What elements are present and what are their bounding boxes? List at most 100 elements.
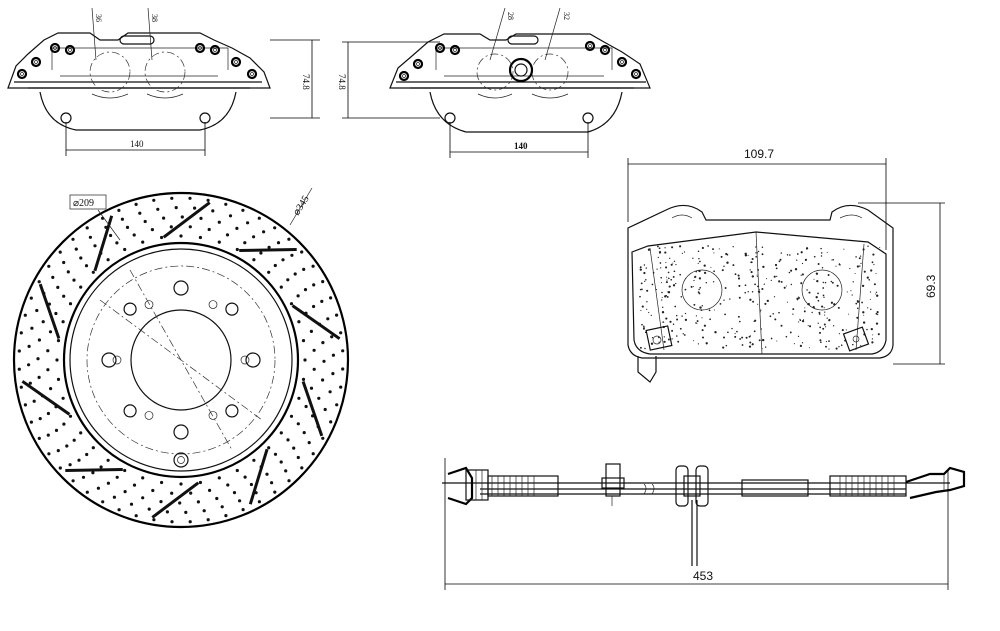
pad-speckle	[669, 320, 672, 323]
pad-speckle	[639, 288, 642, 291]
rotor-drill-hole	[134, 202, 138, 206]
pad-speckle	[664, 295, 667, 298]
rotor-drill-hole	[286, 438, 290, 442]
pad-speckle	[780, 280, 783, 283]
pad-speckle	[822, 281, 825, 284]
pad-speckle	[866, 328, 868, 331]
rotor-drill-hole	[132, 233, 136, 237]
rotor-drill-hole	[152, 518, 156, 522]
pad-speckle	[661, 291, 663, 294]
pad-speckle	[643, 325, 645, 328]
pad-speckle	[695, 322, 697, 324]
caliper-bolt-icon	[16, 42, 258, 80]
pad-speckle	[698, 269, 701, 273]
pad-speckle	[703, 264, 706, 267]
pad-speckle	[684, 288, 687, 291]
pad-speckle	[727, 331, 729, 334]
pad-speckle	[822, 287, 825, 289]
pad-speckle	[872, 253, 875, 256]
rotor-drill-hole	[217, 476, 221, 480]
pad-speckle	[775, 267, 778, 270]
pad-speckle	[778, 311, 780, 314]
pad-speckle	[828, 340, 830, 342]
pad-speckle	[736, 330, 738, 333]
pad-speckle	[875, 312, 878, 315]
pad-speckle	[679, 245, 682, 248]
pad-speckle	[677, 340, 680, 343]
pad-speckle	[807, 325, 809, 327]
pad-speckle	[697, 250, 700, 253]
pad-speckle	[824, 311, 826, 313]
pad-speckle	[817, 322, 819, 324]
rotor-drill-hole	[61, 396, 65, 400]
pad-speckle	[698, 288, 700, 291]
pad-speckle	[722, 346, 725, 349]
pad-speckle	[792, 308, 795, 311]
rotor-bolt-hole	[101, 352, 117, 368]
pad-speckle	[877, 333, 880, 336]
rotor-slot	[301, 381, 324, 437]
pad-speckle	[659, 262, 662, 264]
pad-speckle	[754, 283, 756, 286]
pad-speckle	[821, 305, 824, 308]
pad-speckle	[846, 291, 848, 293]
pad-speckle	[658, 341, 660, 343]
pad-speckle	[776, 275, 778, 278]
pad-speckle	[788, 271, 791, 274]
rotor-drill-hole	[296, 294, 300, 298]
pad-speckle	[723, 265, 725, 268]
pad-speckle	[794, 268, 798, 271]
pad-speckle	[690, 285, 693, 288]
pad-speckle	[744, 284, 747, 287]
pad-speckle	[821, 266, 824, 269]
pad-speckle	[757, 250, 760, 253]
pad-speckle	[695, 315, 698, 317]
pad-speckle	[734, 335, 737, 338]
pad-speckle	[693, 279, 695, 282]
pad-speckle	[786, 301, 788, 303]
pad-speckle	[675, 282, 677, 285]
pad-speckle	[857, 307, 859, 310]
pad-speckle	[660, 276, 662, 279]
pad-speckle	[699, 306, 702, 309]
rotor-drill-hole	[225, 233, 230, 237]
rotor-drill-hole	[123, 247, 127, 252]
rotor-drill-hole	[47, 264, 51, 268]
piston-diameter-label: 36	[94, 14, 103, 22]
rotor-bolt-hole	[173, 424, 189, 440]
pad-speckle	[639, 346, 642, 349]
pad-speckle	[852, 281, 854, 283]
pad-speckle	[798, 321, 800, 323]
pad-speckle	[770, 279, 772, 282]
pad-speckle	[674, 305, 677, 308]
pad-speckle	[779, 258, 782, 261]
pad-speckle	[817, 263, 820, 265]
hub-diameter-label: ⌀209	[73, 198, 94, 209]
pad-speckle	[672, 284, 676, 287]
pad-speckle	[824, 281, 827, 284]
pad-speckle	[698, 257, 700, 260]
pad-speckle	[854, 272, 856, 275]
pad-speckle	[712, 248, 714, 251]
rotor-drill-hole	[101, 500, 105, 504]
rotor-drill-hole	[196, 500, 200, 504]
rotor-drill-hole	[99, 465, 103, 469]
pad-speckle	[820, 252, 823, 254]
rotor-drill-hole	[287, 237, 291, 241]
pad-speckle	[870, 327, 873, 331]
pad-speckle	[863, 314, 865, 316]
pad-speckle	[776, 340, 778, 342]
rotor-drill-hole	[287, 479, 291, 483]
pad-speckle	[871, 338, 874, 340]
rotor-small-hole	[208, 411, 218, 420]
rotor-drill-hole	[62, 422, 66, 426]
rotor-drill-hole	[206, 518, 210, 522]
rotor-drill-hole	[297, 320, 301, 324]
pad-speckle	[823, 307, 825, 309]
pad-speckle	[675, 314, 678, 317]
rotor-drill-hole	[129, 502, 134, 506]
rotor-drill-hole	[165, 510, 169, 514]
pad-speckle	[647, 248, 651, 251]
rotor-drill-hole	[339, 385, 343, 389]
pad-speckle	[748, 335, 751, 338]
